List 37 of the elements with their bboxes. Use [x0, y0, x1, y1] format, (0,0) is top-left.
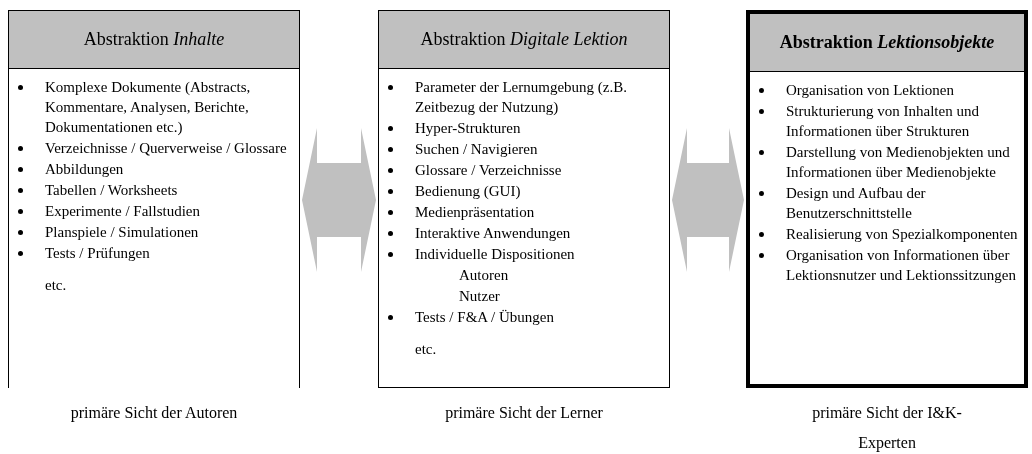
list-item: Experimente / Fallstudien	[45, 203, 200, 219]
list-item: Suchen / Navigieren	[415, 141, 538, 157]
list-item: Strukturierung von Inhalten und Informationen über Strukturen	[786, 103, 979, 139]
etc-note: etc.	[45, 276, 68, 295]
column-heading: Abstraktion Lektionsobjekte	[750, 14, 1024, 72]
list-item: Interaktive Anwendungen	[415, 225, 571, 241]
list-item: Glossare / Verzeichnisse	[415, 162, 562, 178]
column-heading: Abstraktion Digitale Lektion	[379, 11, 669, 69]
list-item: Design und Aufbau der Benutzerschnittstelle	[786, 185, 926, 221]
list-item: Organisation von Lektionen	[786, 82, 955, 98]
column-caption: primäre Sicht der Autoren	[69, 403, 239, 424]
list-item: Planspiele / Simulationen	[45, 224, 199, 240]
column-box	[8, 10, 300, 388]
list-item: Tabellen / Worksheets	[45, 182, 178, 198]
column-caption: primäre Sicht der I&K-Experten	[811, 403, 963, 454]
list-item: Tests / F&A / Übungen	[415, 309, 554, 325]
column-heading: Abstraktion Inhalte	[9, 11, 299, 69]
list-item: Komplexe Dokumente (Abstracts, Kommentare, Analysen, Berichte, Dokumentationen etc.)	[45, 79, 251, 135]
list-item: Tests / Prüfungen	[45, 245, 150, 261]
sub-item: Autoren	[459, 266, 510, 285]
list-item: Medienpräsentation	[415, 204, 535, 220]
list-item: Hyper-Strukturen	[415, 120, 521, 136]
double-arrow	[672, 128, 744, 272]
double-arrow	[302, 128, 376, 272]
list-item: Realisierung von Spezialkomponenten	[786, 226, 1018, 242]
list-item: Bedienung (GUI)	[415, 183, 521, 199]
list-item: Abbildungen	[45, 161, 124, 177]
column-box	[378, 10, 670, 388]
list-item: Darstellung von Medienobjekten und Informationen über Medienobjekte	[786, 144, 1010, 180]
list-item: Individuelle Dispositionen	[415, 246, 575, 262]
sub-item: Nutzer	[459, 287, 501, 306]
list-item: Parameter der Lernumgebung (z.B. Zeitbezug der Nutzung)	[415, 79, 627, 115]
column-caption: primäre Sicht der Lerner	[444, 403, 604, 424]
list-item: Verzeichnisse / Querverweise / Glossare	[45, 140, 287, 156]
etc-note: etc.	[415, 340, 438, 359]
column-box	[746, 10, 1028, 388]
list-item: Organisation von Informationen über Lektionsnutzer und Lektionssitzungen	[786, 247, 1016, 283]
